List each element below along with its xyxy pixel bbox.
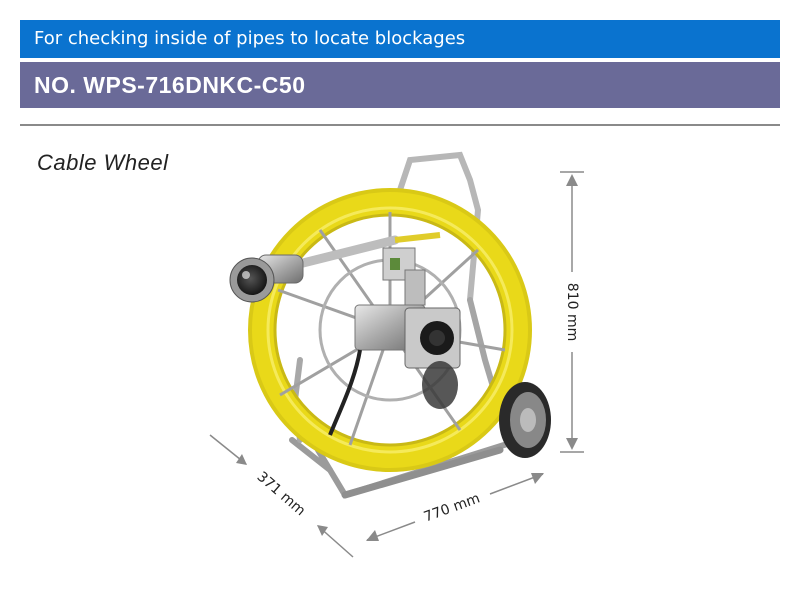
width-label: 770 mm (422, 490, 482, 525)
counter-box (382, 247, 426, 306)
model-banner: NO. WPS-716DNKC-C50 (20, 62, 780, 108)
subtitle-banner: For checking inside of pipes to locate b… (20, 20, 780, 58)
cable-wheel-photo (229, 151, 551, 499)
section-title: Cable Wheel (37, 150, 169, 175)
divider (20, 124, 780, 126)
depth-dimension (209, 434, 354, 558)
depth-label: 371 mm (254, 469, 309, 519)
reel-drum (248, 188, 532, 472)
subtitle-text: For checking inside of pipes to locate b… (34, 28, 466, 49)
height-dimension (560, 171, 584, 453)
width-dimension (366, 473, 544, 541)
height-label: 810 mm (564, 283, 580, 341)
wheel (422, 361, 551, 458)
model-number: NO. WPS-716DNKC-C50 (34, 72, 306, 98)
camera-arm (229, 232, 441, 303)
